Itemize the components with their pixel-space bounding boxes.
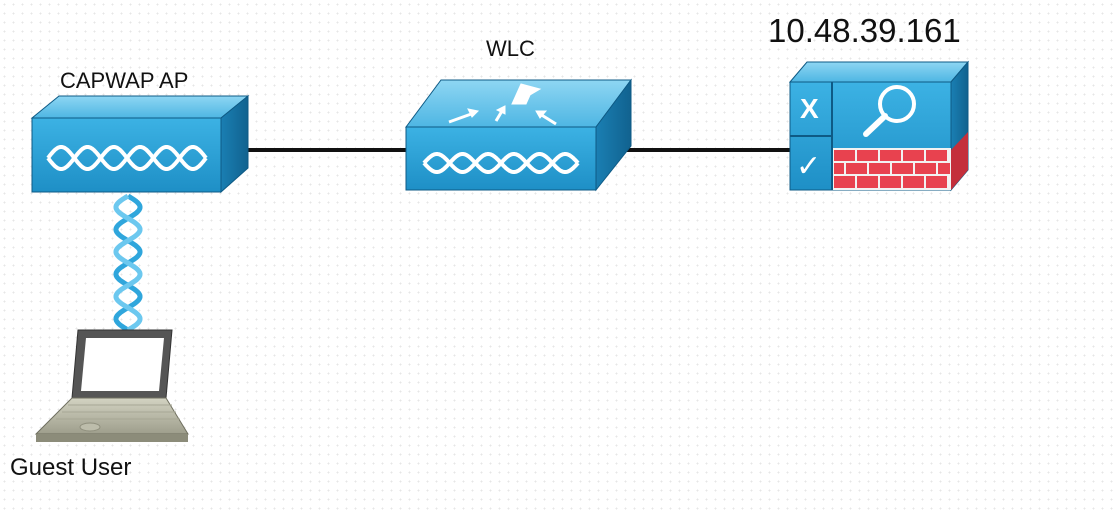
wireless-link (113, 193, 143, 333)
laptop-icon (34, 329, 189, 442)
deny-icon: X (800, 93, 819, 124)
firewall-ids-icon: X ✓ (788, 60, 970, 192)
ap-label: CAPWAP AP (60, 68, 189, 93)
server-ip-label: 10.48.39.161 (768, 12, 961, 49)
wireless-lan-controller-icon (405, 78, 632, 192)
allow-icon: ✓ (796, 149, 821, 184)
access-point-icon (30, 94, 250, 194)
guest-user-label: Guest User (10, 454, 132, 481)
wlc-label: WLC (486, 36, 535, 61)
magnifier-icon (863, 85, 916, 137)
brick-wall-icon (833, 132, 968, 190)
